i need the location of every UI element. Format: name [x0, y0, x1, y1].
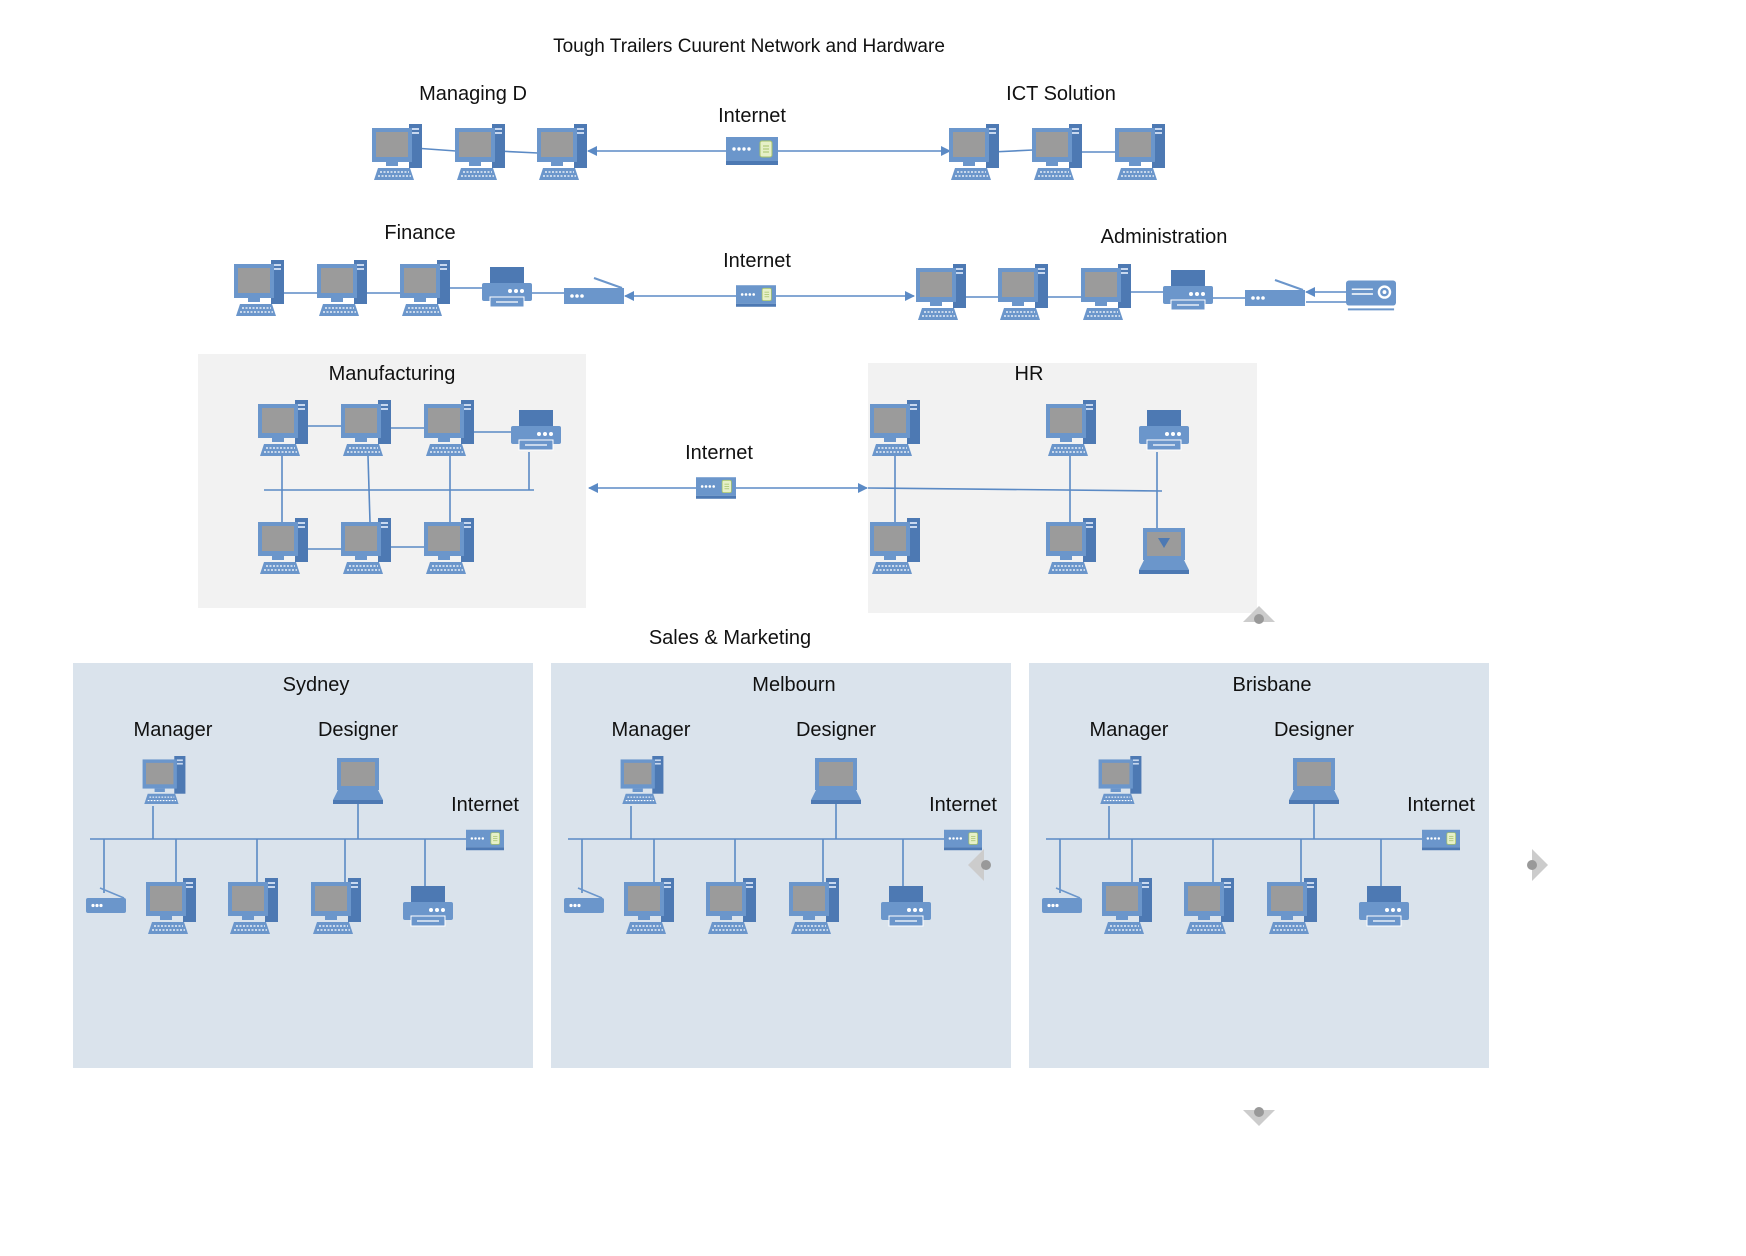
administration-label: Administration: [1101, 226, 1228, 248]
internet-label: Internet: [723, 250, 791, 272]
manufacturing-panel: [198, 354, 586, 608]
internet-hub-icon: [943, 829, 983, 851]
resize-left-handle-icon[interactable]: [968, 849, 991, 881]
designer-laptop-icon: [811, 758, 861, 804]
manager-label: Manager: [134, 719, 213, 741]
ict-pc-icon: [1031, 123, 1083, 181]
collapse-up-handle-icon[interactable]: [1243, 606, 1275, 624]
designer-laptop-icon: [1289, 758, 1339, 804]
designer-label: Designer: [1274, 719, 1354, 741]
sales-marketing-label: Sales & Marketing: [649, 627, 811, 649]
internet-hub-icon: [725, 136, 779, 166]
manager-label: Manager: [1090, 719, 1169, 741]
diagram-title: Tough Trailers Cuurent Network and Hardw…: [553, 36, 945, 57]
hr-laptop-icon: [1139, 528, 1189, 574]
admin-pc-icon: [915, 263, 967, 321]
office-name: Brisbane: [1233, 674, 1312, 696]
office-panel: [73, 663, 533, 1068]
managing-pc-icon: [371, 123, 423, 181]
managing-director-label: Managing D: [419, 83, 527, 105]
office-panel: [551, 663, 1011, 1068]
row-manufacturing-hr: Manufacturing Internet HR: [198, 354, 1275, 624]
admin-pc-icon: [1080, 263, 1132, 321]
internet-label: Internet: [718, 105, 786, 127]
admin-printer-icon: [1162, 269, 1214, 311]
manager-label: Manager: [612, 719, 691, 741]
internet-label: Internet: [685, 442, 753, 464]
designer-label: Designer: [318, 719, 398, 741]
admin-projector-icon: [1345, 279, 1397, 311]
internet-hub-icon: [465, 829, 505, 851]
ict-pc-icon: [948, 123, 1000, 181]
finance-label: Finance: [384, 222, 455, 244]
internet-label: Internet: [1407, 794, 1475, 816]
managing-pc-icon: [454, 123, 506, 181]
sales-office-brisbane: Brisbane Manager Designer Internet: [1029, 663, 1489, 1068]
sales-office-melbourne: Melbourn Manager Designer Internet: [551, 663, 1011, 1068]
designer-label: Designer: [796, 719, 876, 741]
finance-printer-icon: [481, 266, 533, 308]
managing-pc-icon: [536, 123, 588, 181]
designer-laptop-icon: [333, 758, 383, 804]
finance-modem-icon: [563, 277, 625, 305]
admin-modem-icon: [1244, 279, 1306, 307]
office-name: Sydney: [283, 674, 350, 696]
office-panel: [1029, 663, 1489, 1068]
internet-label: Internet: [929, 794, 997, 816]
row-finance-admin: Finance Internet Administration: [233, 222, 1397, 321]
row-managing-ict: Managing D Internet ICT Solution: [371, 83, 1166, 181]
internet-hub-icon: [695, 476, 737, 500]
finance-pc-icon: [233, 259, 285, 317]
finance-pc-icon: [316, 259, 368, 317]
manufacturing-label: Manufacturing: [329, 363, 456, 385]
admin-pc-icon: [997, 263, 1049, 321]
office-name: Melbourn: [752, 674, 835, 696]
internet-hub-icon: [735, 284, 777, 308]
resize-right-handle-icon[interactable]: [1527, 849, 1548, 881]
internet-hub-icon: [1421, 829, 1461, 851]
ict-pc-icon: [1114, 123, 1166, 181]
hr-label: HR: [1015, 363, 1044, 385]
internet-label: Internet: [451, 794, 519, 816]
resize-down-handle-icon[interactable]: [1243, 1107, 1275, 1126]
finance-pc-icon: [399, 259, 451, 317]
sales-office-sydney: Sydney Manager Designer Internet: [73, 663, 533, 1068]
ict-solution-label: ICT Solution: [1006, 83, 1116, 105]
